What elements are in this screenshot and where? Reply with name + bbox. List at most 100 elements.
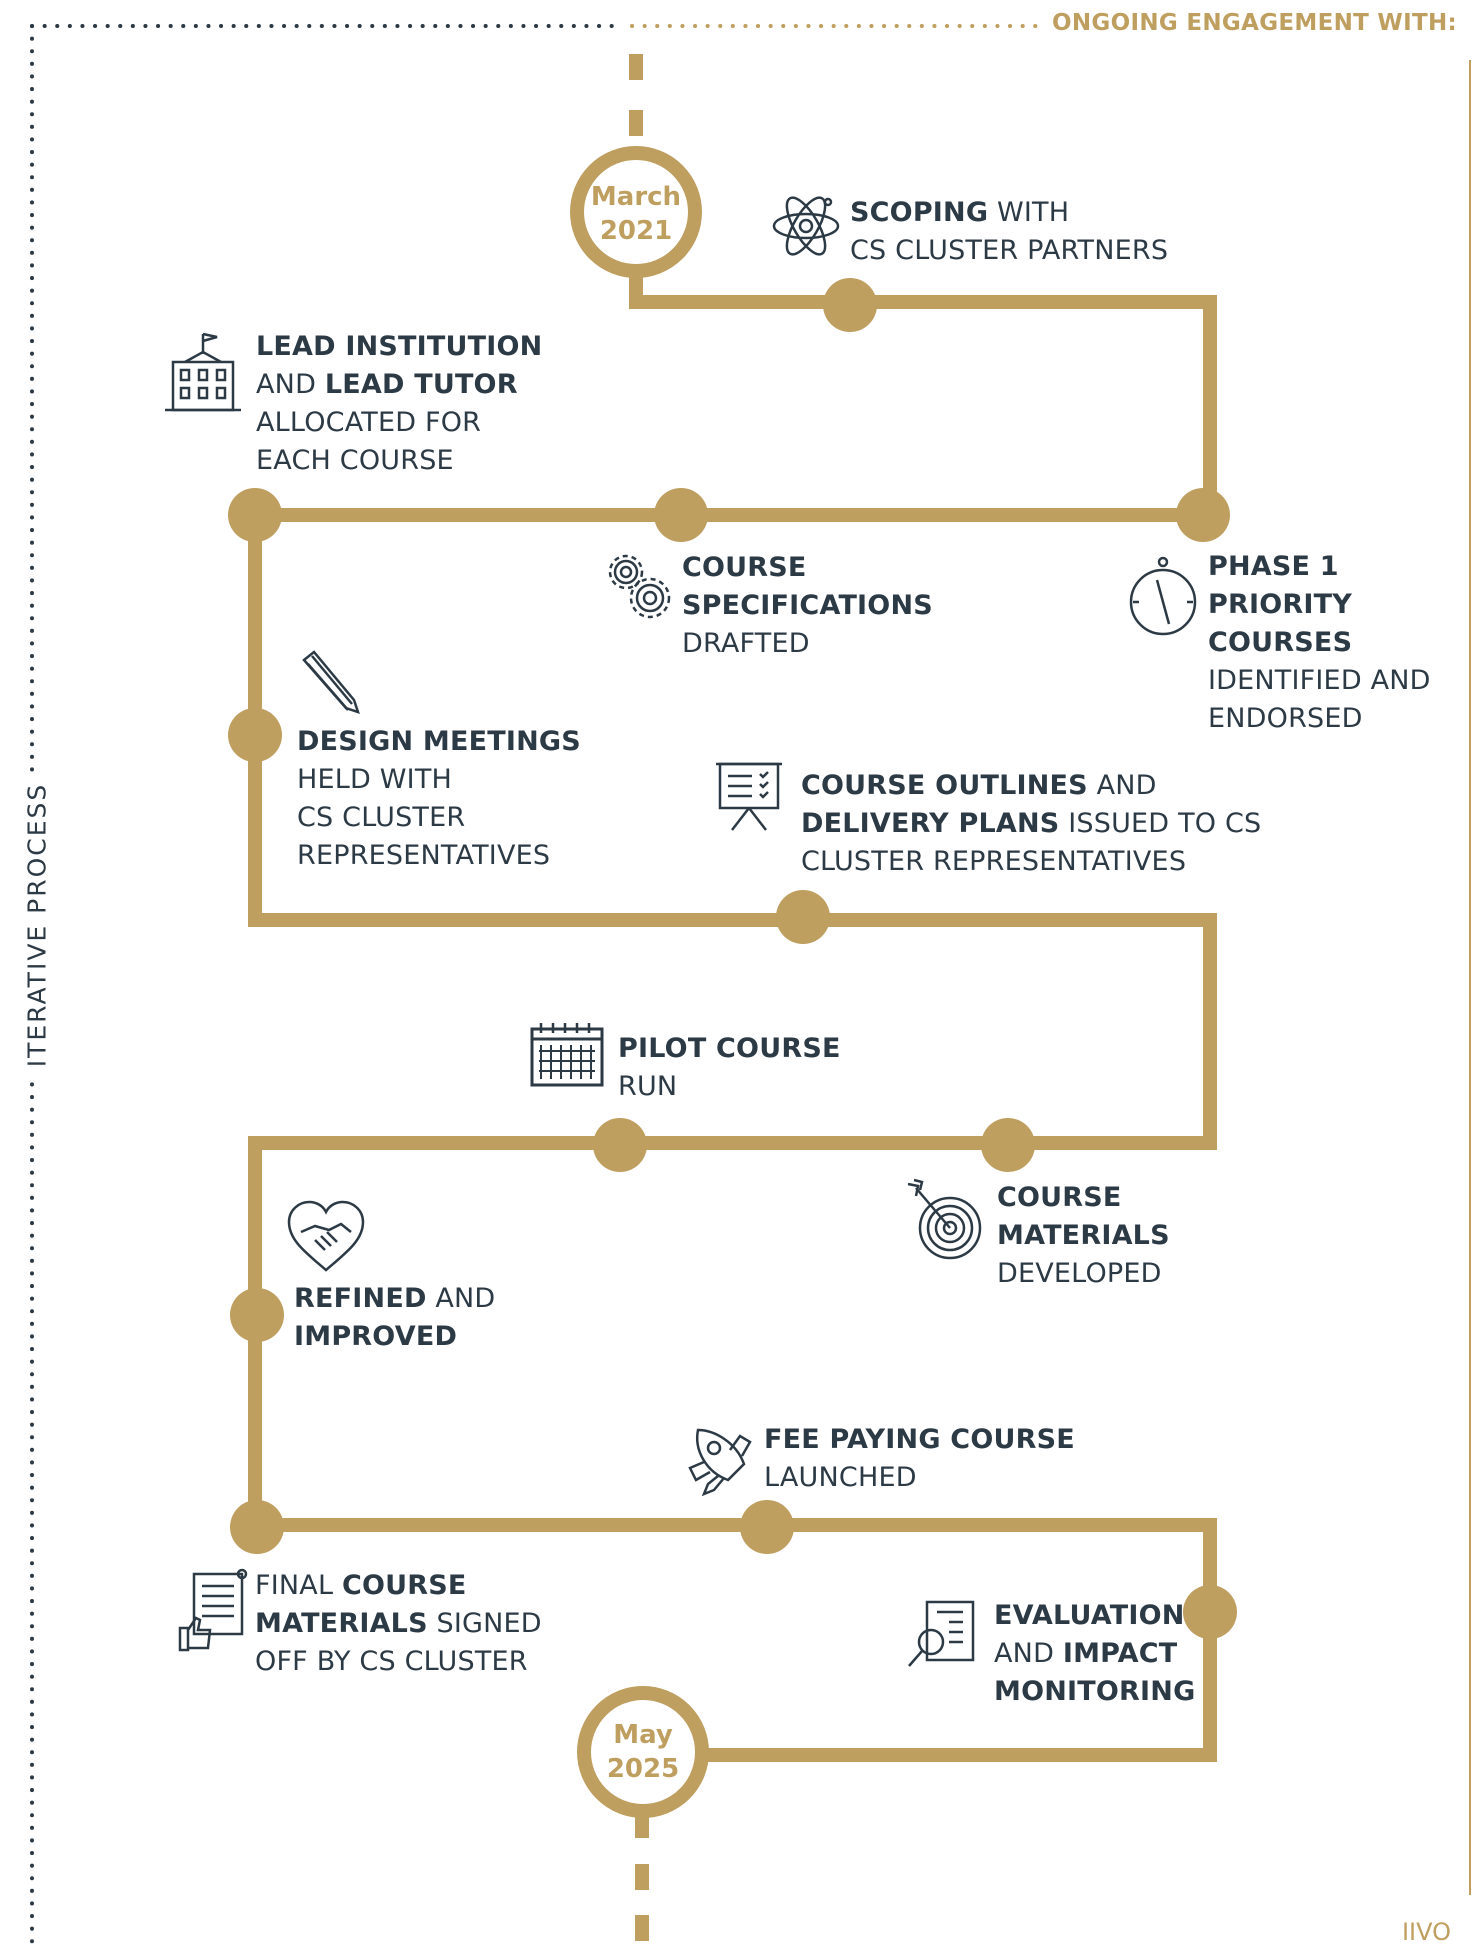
step-text-bold: DESIGN MEETINGS [297, 726, 581, 757]
compass-icon [1129, 556, 1197, 636]
step-line: REFINED AND [294, 1280, 495, 1318]
step-text-bold: IMPROVED [294, 1321, 458, 1352]
start-month: March [590, 182, 682, 212]
step-line: MATERIALS [997, 1217, 1170, 1255]
step-line: EACH COURSE [256, 442, 542, 480]
node-final-materials [230, 1500, 284, 1554]
engagement-label: ONGOING ENGAGEMENT WITH: [1046, 10, 1457, 36]
timeline-path [248, 265, 1217, 1762]
step-text-bold: COURSE [682, 552, 807, 583]
step-text-bold: EVALUATION [994, 1600, 1185, 1631]
node-scoping [823, 278, 877, 332]
step-line: COURSE OUTLINES AND [801, 767, 1261, 805]
step-line: MATERIALS SIGNED [255, 1605, 542, 1643]
step-line: OFF BY CS CLUSTER [255, 1643, 542, 1681]
atom-icon [772, 196, 840, 256]
step-text: ALLOCATED FOR [256, 407, 482, 438]
institution-building-icon [165, 332, 241, 412]
presentation-board-icon [716, 762, 782, 831]
step-text-bold: REFINED [294, 1283, 427, 1314]
step-line: IDENTIFIED AND [1208, 662, 1431, 700]
node-course-materials [981, 1118, 1035, 1172]
start-date-label: March 2021 [566, 180, 706, 248]
iterative-process-label: ITERATIVE PROCESS [22, 772, 52, 1078]
step-line: CLUSTER REPRESENTATIVES [801, 843, 1261, 881]
step-line: CS CLUSTER [297, 799, 581, 837]
step-line: AND LEAD TUTOR [256, 366, 542, 404]
step-line: RUN [618, 1068, 841, 1106]
step-text: CLUSTER REPRESENTATIVES [801, 846, 1187, 877]
rocket-icon [688, 1428, 752, 1496]
node-fee-paying [740, 1500, 794, 1554]
end-year: 2025 [606, 1754, 680, 1784]
step-line: DEVELOPED [997, 1255, 1170, 1293]
step-text: OFF BY CS CLUSTER [255, 1646, 528, 1677]
step-text-bold: FEE PAYING COURSE [764, 1424, 1075, 1455]
end-date-ring [577, 1686, 709, 1818]
step-line: AND IMPACT [994, 1635, 1195, 1673]
step-text: CS CLUSTER PARTNERS [850, 235, 1169, 266]
step-text: DRAFTED [682, 628, 810, 659]
step-line: DELIVERY PLANS ISSUED TO CS [801, 805, 1261, 843]
step-text: LAUNCHED [764, 1462, 917, 1493]
step-line: PRIORITY [1208, 586, 1431, 624]
step-text-bold: COURSE [342, 1570, 467, 1601]
document-thumbs-up-icon [178, 1568, 248, 1652]
step-text: ENDORSED [1208, 703, 1363, 734]
node-refined [230, 1288, 284, 1342]
step-line: EVALUATION [994, 1597, 1195, 1635]
step-text-bold: SCOPING [850, 197, 989, 228]
step-text: AND [994, 1638, 1063, 1669]
step-text-bold: MONITORING [994, 1676, 1196, 1707]
step-line: FINAL COURSE [255, 1567, 542, 1605]
node-phase-1 [1176, 488, 1230, 542]
step-text: SIGNED [427, 1608, 542, 1639]
step-line: LAUNCHED [764, 1459, 1075, 1497]
node-lead-institution [228, 488, 282, 542]
step-line: CS CLUSTER PARTNERS [850, 232, 1168, 270]
step-line: SCOPING WITH [850, 194, 1168, 232]
step-line: REPRESENTATIVES [297, 837, 581, 875]
step-text: EACH COURSE [256, 445, 454, 476]
step-text-bold: COURSE [997, 1182, 1122, 1213]
step-text-bold: LEAD INSTITUTION [256, 331, 543, 362]
step-text: DEVELOPED [997, 1258, 1162, 1289]
step-text-bold: MATERIALS [255, 1608, 428, 1639]
step-line: COURSES [1208, 624, 1431, 662]
dashed-stems [629, 54, 649, 1941]
step-text: AND [426, 1283, 496, 1314]
end-date-label: May 2025 [573, 1718, 713, 1786]
step-line: COURSE [997, 1179, 1170, 1217]
node-design-meetings [228, 708, 282, 762]
step-line: COURSE [682, 549, 933, 587]
step-text-bold: COURSES [1208, 627, 1353, 658]
step-line: SPECIFICATIONS [682, 587, 933, 625]
step-line: FEE PAYING COURSE [764, 1421, 1075, 1459]
step-text-bold: PILOT COURSE [618, 1033, 841, 1064]
step-text: IDENTIFIED AND [1208, 665, 1431, 696]
node-course-specifications [654, 488, 708, 542]
start-date-ring [570, 146, 702, 278]
node-evaluation [1183, 1585, 1237, 1639]
step-text: ISSUED TO CS [1059, 808, 1262, 839]
end-month: May [613, 1720, 673, 1750]
step-text: CS CLUSTER [297, 802, 466, 833]
step-text: FINAL [255, 1570, 342, 1601]
step-line: IMPROVED [294, 1318, 495, 1356]
node-pilot-course [593, 1118, 647, 1172]
step-line: MONITORING [994, 1673, 1195, 1711]
step-line: PHASE 1 [1208, 548, 1431, 586]
step-text: REPRESENTATIVES [297, 840, 551, 871]
start-year: 2021 [599, 216, 673, 246]
node-course-outlines [776, 890, 830, 944]
milestone-dots [228, 278, 1237, 1639]
step-text: AND [1087, 770, 1157, 801]
